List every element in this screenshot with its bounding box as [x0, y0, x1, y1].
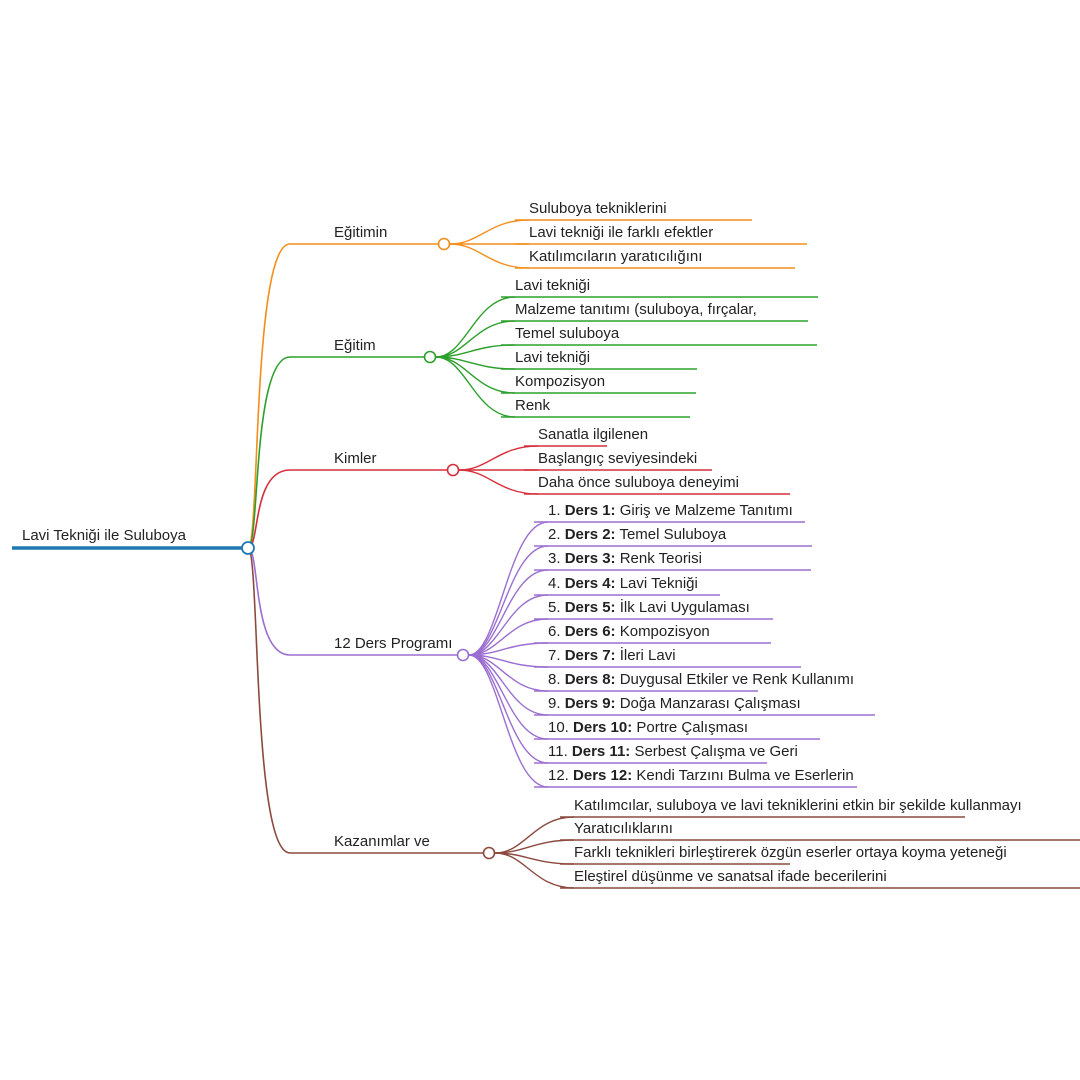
leaf-connector [435, 296, 516, 358]
lesson-number: 4. [548, 575, 565, 592]
lesson-title: Ders 11: [571, 743, 631, 760]
leaf-node[interactable]: Katılımcılar, suluboya ve lavi teknikler… [574, 797, 1022, 814]
lesson-number: 3. [548, 550, 565, 567]
root-toggle-icon[interactable] [241, 541, 255, 555]
branch-connector [247, 243, 291, 549]
branch-connector [247, 356, 291, 549]
lesson-topic: İleri Lavi [619, 647, 676, 664]
leaf-node[interactable]: 5. Ders 5: İlk Lavi Uygulaması [548, 599, 750, 617]
leaf-connector [468, 594, 549, 656]
leaf-node[interactable]: 8. Ders 8: Duygusal Etkiler ve Renk Kull… [548, 671, 854, 689]
lesson-topic: Giriş ve Malzeme Tanıtımı [619, 502, 793, 519]
lesson-number: 2. [548, 526, 565, 543]
leaf-node[interactable]: Renk [515, 397, 551, 414]
leaf-connector [468, 654, 549, 788]
lesson-title: Ders 4: [564, 575, 616, 592]
branch-node-4[interactable]: Kazanımlar ve [334, 833, 430, 850]
lesson-title: Ders 2: [564, 526, 616, 543]
lesson-number: 7. [548, 647, 565, 664]
lesson-number: 11. [548, 743, 572, 760]
leaf-node[interactable]: Malzeme tanıtımı (suluboya, fırçalar, [515, 301, 757, 318]
lesson-number: 9. [548, 695, 565, 712]
lesson-topic: Lavi Tekniği [619, 575, 698, 592]
leaf-node[interactable]: Temel suluboya [515, 325, 620, 342]
leaf-connector [435, 356, 516, 418]
lesson-topic: İlk Lavi Uygulaması [619, 599, 750, 616]
leaf-connector [435, 320, 516, 358]
lesson-number: 5. [548, 599, 565, 616]
branch-node-0[interactable]: Eğitimin [334, 224, 388, 241]
leaf-connector [435, 356, 516, 394]
lesson-number: 6. [548, 623, 565, 640]
leaf-node[interactable]: 2. Ders 2: Temel Suluboya [548, 526, 726, 544]
leaf-node[interactable]: Sanatla ilgilenen [538, 426, 649, 443]
lesson-topic: Kendi Tarzını Bulma ve Eserlerin [636, 767, 854, 784]
leaf-connector [494, 816, 575, 854]
leaf-node[interactable]: Başlangıç seviyesindeki [538, 450, 698, 467]
leaf-node[interactable]: 4. Ders 4: Lavi Tekniği [548, 575, 698, 593]
collapse-toggle-icon[interactable] [437, 237, 451, 251]
leaf-connector [458, 445, 539, 471]
collapse-toggle-icon[interactable] [482, 846, 496, 860]
lesson-topic: Serbest Çalışma ve Geri [634, 743, 798, 760]
branch-node-3[interactable]: 12 Ders Programı [334, 635, 453, 652]
leaf-connector [468, 654, 549, 764]
lesson-title: Ders 9: [564, 695, 616, 712]
lesson-topic: Kompozisyon [619, 623, 710, 640]
leaf-connector [468, 654, 549, 716]
lesson-title: Ders 12: [573, 767, 633, 784]
leaf-node[interactable]: 3. Ders 3: Renk Teorisi [548, 550, 702, 568]
leaf-node[interactable]: 1. Ders 1: Giriş ve Malzeme Tanıtımı [548, 502, 793, 520]
branch-node-1[interactable]: Eğitim [334, 337, 376, 354]
leaf-connector [468, 521, 549, 656]
lesson-topic: Renk Teorisi [619, 550, 702, 567]
lesson-topic: Portre Çalışması [636, 719, 749, 736]
leaf-node[interactable]: Lavi tekniği ile farklı efektler [529, 224, 714, 241]
root-node[interactable]: Lavi Tekniği ile Suluboya [22, 527, 186, 544]
leaf-node[interactable]: Lavi tekniği [515, 277, 591, 294]
leaf-node[interactable]: 7. Ders 7: İleri Lavi [548, 647, 676, 665]
leaf-connector [449, 219, 530, 245]
leaf-connector [458, 469, 539, 495]
lesson-number: 1. [548, 502, 565, 519]
leaf-node[interactable]: 12. Ders 12: Kendi Tarzını Bulma ve Eser… [548, 767, 854, 785]
leaf-connector [468, 545, 549, 656]
leaf-node[interactable]: Daha önce suluboya deneyimi [538, 474, 739, 491]
leaf-node[interactable]: Lavi tekniği [515, 349, 591, 366]
lesson-topic: Doğa Manzarası Çalışması [619, 695, 801, 712]
lesson-number: 10. [548, 719, 574, 736]
collapse-toggle-icon[interactable] [446, 463, 460, 477]
leaf-node[interactable]: Eleştirel düşünme ve sanatsal ifade bece… [574, 868, 887, 885]
leaf-node[interactable]: Farklı teknikleri birleştirerek özgün es… [574, 844, 1007, 861]
lesson-topic: Duygusal Etkiler ve Renk Kullanımı [619, 671, 854, 688]
lesson-title: Ders 6: [564, 623, 616, 640]
leaf-connector [468, 618, 549, 656]
leaf-connector [468, 569, 549, 656]
leaf-node[interactable]: 11. Ders 11: Serbest Çalışma ve Geri [548, 743, 798, 761]
lesson-topic: Temel Suluboya [619, 526, 727, 543]
branch-node-2[interactable]: Kimler [334, 450, 377, 467]
lesson-title: Ders 3: [564, 550, 616, 567]
leaf-node[interactable]: 10. Ders 10: Portre Çalışması [548, 719, 748, 737]
leaf-node[interactable]: Yaratıcılıklarını [574, 820, 673, 837]
lesson-number: 8. [548, 671, 565, 688]
leaf-connector [449, 243, 530, 269]
leaf-node[interactable]: Katılımcıların yaratıcılığını [529, 248, 703, 265]
lesson-title: Ders 10: [573, 719, 633, 736]
branch-connector [247, 547, 291, 854]
lesson-title: Ders 8: [564, 671, 616, 688]
leaf-node[interactable]: 9. Ders 9: Doğa Manzarası Çalışması [548, 695, 801, 713]
leaf-node[interactable]: Suluboya tekniklerini [529, 200, 667, 217]
collapse-toggle-icon[interactable] [456, 648, 470, 662]
leaf-connector [494, 852, 575, 889]
leaf-node[interactable]: Kompozisyon [515, 373, 606, 390]
lesson-title: Ders 1: [564, 502, 616, 519]
lesson-title: Ders 7: [564, 647, 616, 664]
lesson-number: 12. [548, 767, 574, 784]
leaf-node[interactable]: 6. Ders 6: Kompozisyon [548, 623, 710, 641]
lesson-title: Ders 5: [564, 599, 616, 616]
collapse-toggle-icon[interactable] [423, 350, 437, 364]
